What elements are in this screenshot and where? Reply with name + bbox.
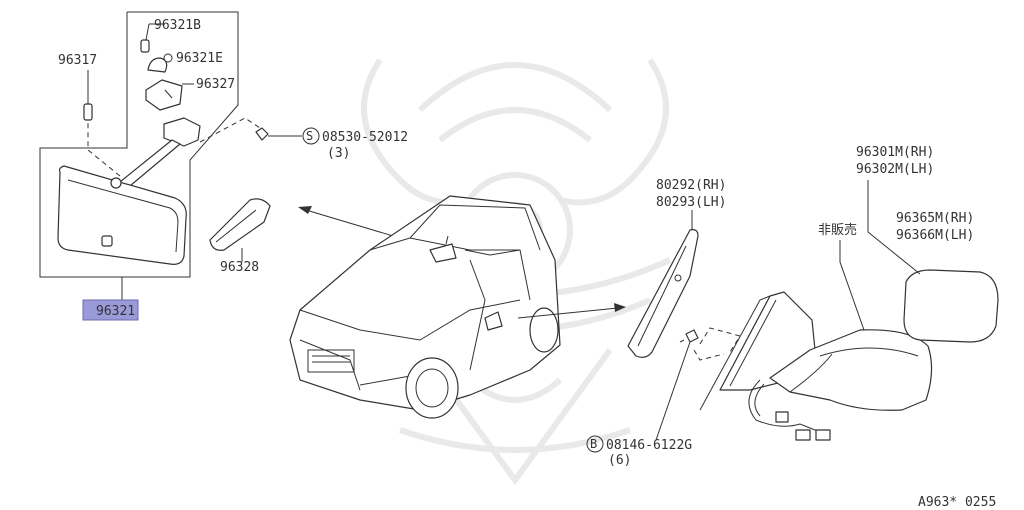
label-96327: 96327 (196, 77, 235, 92)
label-96317: 96317 (58, 53, 97, 68)
screw-circle-letter: S (306, 129, 313, 143)
bolt-circle-letter: B (590, 437, 597, 451)
door-mirror-96301M[interactable] (769, 329, 933, 411)
label-bolt-qty: (6) (608, 453, 631, 468)
mirror-stem (109, 117, 201, 197)
mirror-assembly-frame (39, 11, 239, 278)
triangle-cover-80292[interactable] (627, 210, 699, 358)
label-96328: 96328 (220, 260, 259, 275)
rear-view-mirror[interactable] (57, 165, 187, 265)
label-not-for-sale: 非販売 (818, 222, 857, 238)
label-80292: 80292(RH) (656, 178, 726, 193)
label-96302M: 96302M(LH) (856, 162, 934, 177)
label-96365M: 96365M(RH) (896, 211, 974, 226)
screw-96321B[interactable] (140, 23, 165, 53)
bolt-08146-6122G[interactable] (586, 329, 699, 453)
label-96321E: 96321E (176, 51, 223, 66)
diagram-code: A963* 0255 (918, 495, 996, 510)
label-96301M: 96301M(RH) (856, 145, 934, 160)
stem-cover-96328[interactable] (209, 198, 271, 262)
mirror-glass-96365M[interactable] (903, 269, 999, 343)
label-08146-6122G: 08146-6122G (606, 438, 692, 453)
mount-base-96327[interactable] (145, 79, 194, 111)
label-80293: 80293(LH) (656, 195, 726, 210)
highlight-96321 (82, 299, 139, 321)
screw-08530-52012[interactable] (255, 127, 320, 145)
vehicle-illustration (289, 195, 561, 419)
arrow-to-door (517, 303, 626, 319)
label-96366M: 96366M(LH) (896, 228, 974, 243)
label-08530-52012: 08530-52012 (322, 130, 408, 145)
clip-96321E[interactable] (147, 53, 173, 73)
label-96321[interactable]: 96321 (96, 304, 135, 319)
wire-harness (748, 379, 831, 441)
label-96321B: 96321B (154, 18, 201, 33)
label-screw-qty: (3) (327, 146, 350, 161)
pin-96317[interactable] (83, 70, 93, 121)
